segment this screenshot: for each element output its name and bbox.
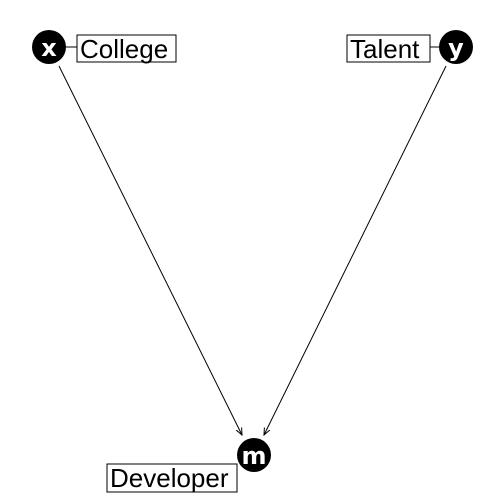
- node-x[interactable]: x College: [32, 30, 177, 64]
- node-x-letter: x: [41, 34, 57, 62]
- node-m-label: Developer: [110, 463, 229, 493]
- node-x-circle: [32, 30, 66, 64]
- node-y[interactable]: y Talent: [346, 30, 473, 64]
- node-y-letter: y: [448, 34, 464, 62]
- node-m-letter: m: [241, 442, 266, 470]
- node-x-label-box: [76, 34, 177, 63]
- node-m-circle: [237, 438, 271, 472]
- node-y-circle: [439, 30, 473, 64]
- node-y-label-box: [346, 34, 431, 63]
- node-y-label: Talent: [350, 34, 420, 64]
- node-m[interactable]: m Developer: [106, 438, 271, 493]
- edge-x-to-m: [58, 65, 242, 435]
- edge-y-to-m: [264, 65, 447, 435]
- node-x-label: College: [80, 34, 168, 64]
- node-m-label-box: [106, 463, 238, 493]
